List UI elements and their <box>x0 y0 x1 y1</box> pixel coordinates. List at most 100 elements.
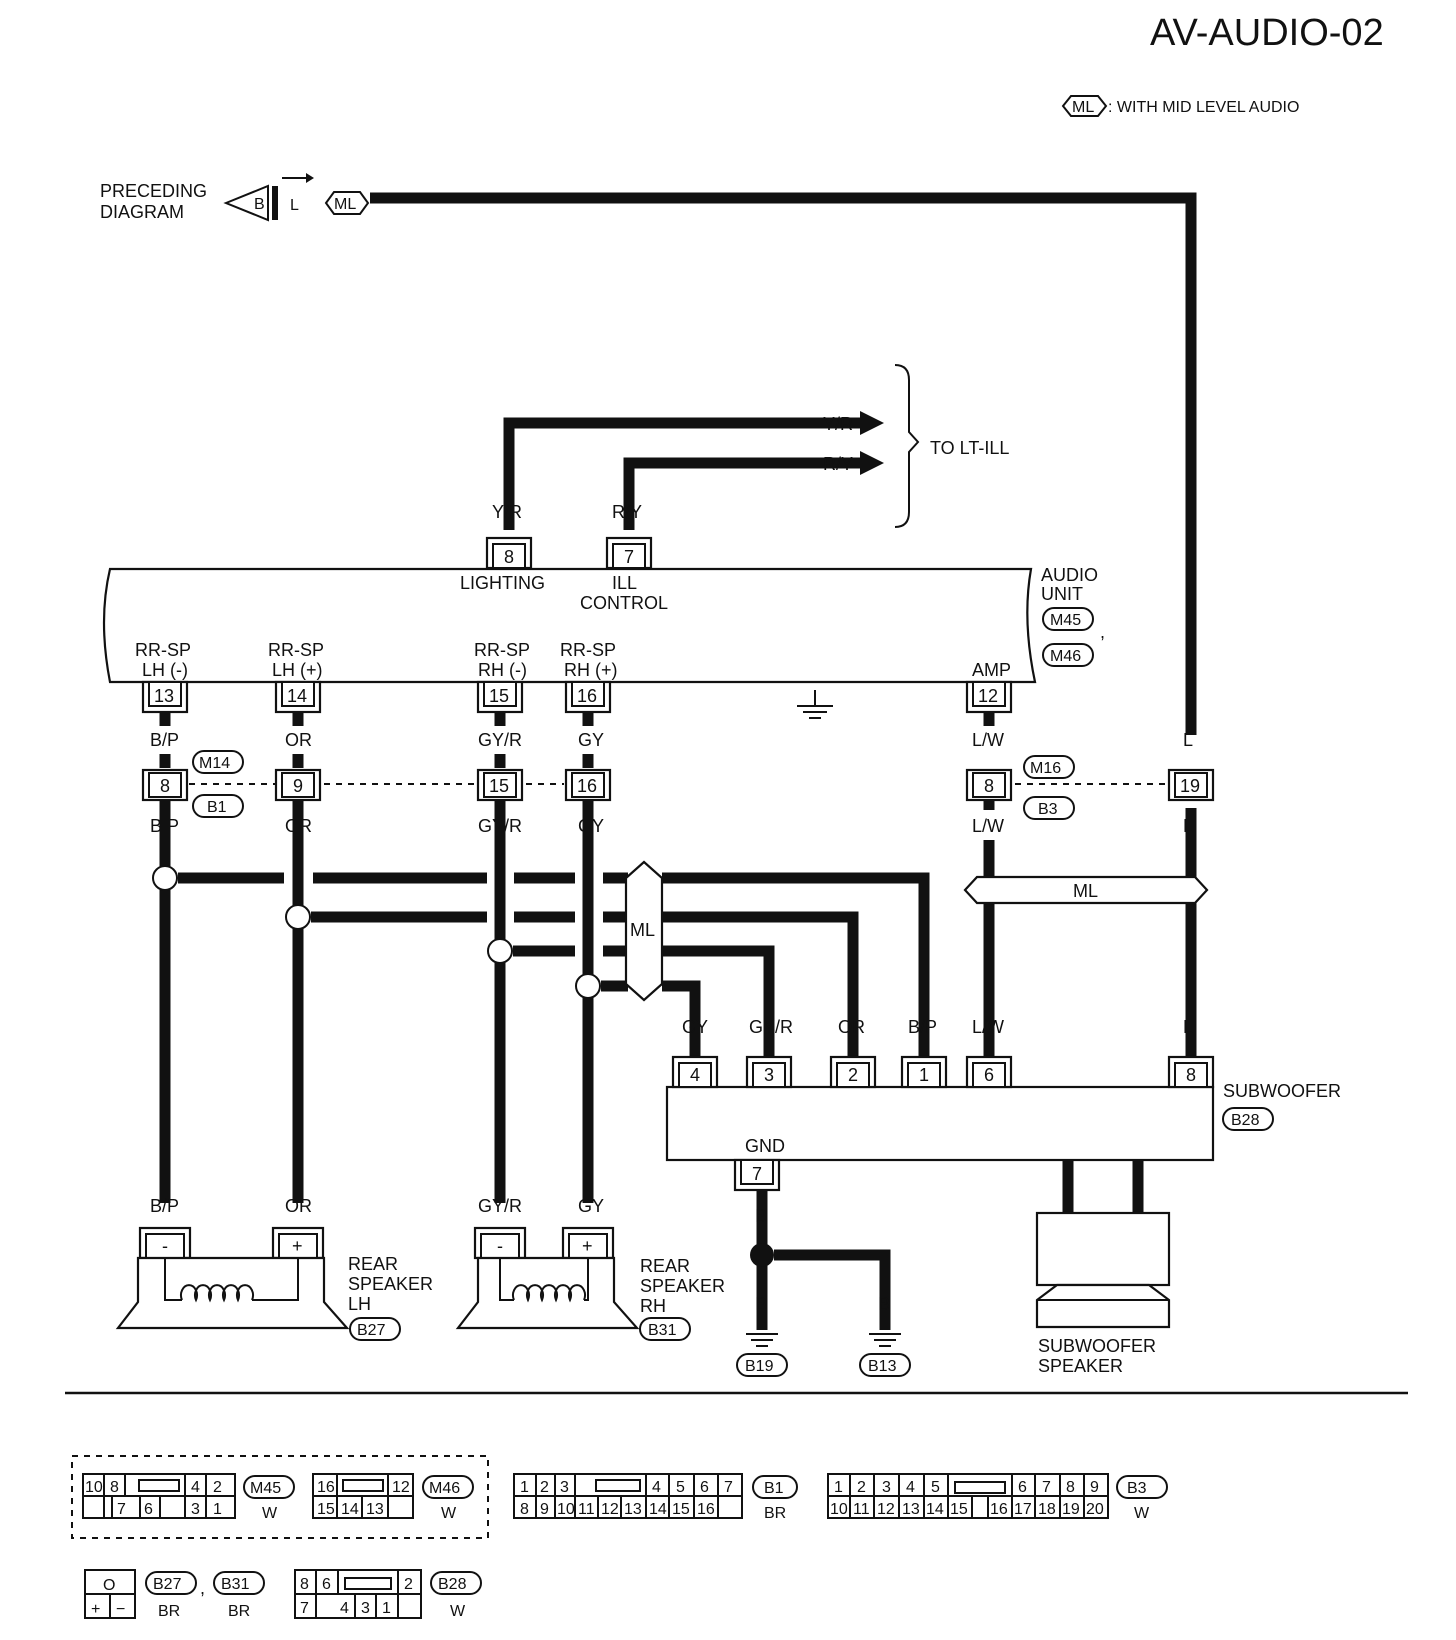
svg-text:15: 15 <box>317 1501 335 1518</box>
svg-text:B27: B27 <box>153 1576 182 1593</box>
svg-text:+: + <box>91 1601 100 1618</box>
svg-text:13: 13 <box>624 1501 642 1518</box>
preceding-diagram-ref: PRECEDING DIAGRAM B L ML <box>100 173 370 222</box>
pin-audio-8: 8 <box>485 536 533 570</box>
svg-text:M45: M45 <box>250 1480 281 1497</box>
svg-text:OR: OR <box>838 1017 865 1037</box>
svg-text:5: 5 <box>676 1479 685 1496</box>
svg-text:15: 15 <box>672 1501 690 1518</box>
svg-text:4: 4 <box>906 1479 915 1496</box>
svg-text:6: 6 <box>322 1576 331 1593</box>
svg-text:B/P: B/P <box>150 1196 179 1216</box>
svg-text:4: 4 <box>191 1479 200 1496</box>
svg-text:7: 7 <box>300 1600 309 1617</box>
svg-text:Y/R: Y/R <box>823 414 853 434</box>
connector-b1: 1 2 3 4 5 6 7 8 9 10 11 12 13 14 15 16 B… <box>513 1473 798 1522</box>
svg-text:10: 10 <box>557 1501 575 1518</box>
svg-text:ML: ML <box>334 196 356 213</box>
svg-text:AUDIO: AUDIO <box>1041 565 1098 585</box>
svg-text:REAR: REAR <box>640 1256 690 1276</box>
svg-text:14: 14 <box>649 1501 667 1518</box>
svg-text:14: 14 <box>287 686 307 706</box>
svg-text:7: 7 <box>1042 1479 1051 1496</box>
svg-text:L: L <box>1183 816 1193 836</box>
svg-text:12: 12 <box>601 1501 619 1518</box>
svg-text:ILL: ILL <box>612 573 637 593</box>
svg-text:GY/R: GY/R <box>478 1196 522 1216</box>
svg-text:GY: GY <box>578 1196 604 1216</box>
svg-text:16: 16 <box>577 776 597 796</box>
pin-audio-16: 16 <box>564 680 612 714</box>
svg-text:5: 5 <box>931 1479 940 1496</box>
svg-text:8: 8 <box>110 1479 119 1496</box>
svg-text:B13: B13 <box>868 1358 897 1375</box>
svg-text:11: 11 <box>853 1501 870 1518</box>
svg-text:-: - <box>497 1236 503 1256</box>
svg-text:8: 8 <box>1186 1065 1196 1085</box>
svg-text:B/P: B/P <box>908 1017 937 1037</box>
svg-text:GND: GND <box>745 1136 785 1156</box>
wire-yr <box>503 417 860 530</box>
svg-text:7: 7 <box>724 1479 733 1496</box>
svg-text:3: 3 <box>764 1065 774 1085</box>
svg-text:L/W: L/W <box>972 816 1004 836</box>
svg-text:W: W <box>1134 1505 1150 1522</box>
svg-text:1: 1 <box>213 1501 222 1518</box>
svg-text:GY: GY <box>578 730 604 750</box>
svg-text:R/Y: R/Y <box>823 454 853 474</box>
connector-b28: 8 6 2 7 4 3 1 B28 W <box>294 1569 482 1620</box>
svg-text:20: 20 <box>1086 1501 1104 1518</box>
svg-text:SPEAKER: SPEAKER <box>1038 1356 1123 1376</box>
svg-text:4: 4 <box>690 1065 700 1085</box>
svg-text:OR: OR <box>285 730 312 750</box>
svg-text:ML: ML <box>630 920 655 940</box>
svg-text:6: 6 <box>1018 1479 1027 1496</box>
svg-text:RH (+): RH (+) <box>564 660 618 680</box>
svg-text:+: + <box>292 1236 303 1256</box>
connector-b3: 1 2 3 4 5 6 7 8 9 10 11 12 13 14 15 16 1… <box>827 1473 1168 1522</box>
svg-text:B28: B28 <box>1231 1112 1260 1129</box>
svg-text:18: 18 <box>1038 1501 1056 1518</box>
rear-speaker-lh: - + REAR SPEAKER LH B27 <box>115 1226 433 1341</box>
svg-text:12: 12 <box>392 1479 410 1496</box>
svg-text:B1: B1 <box>764 1480 784 1497</box>
svg-text:6: 6 <box>700 1479 709 1496</box>
svg-text:8: 8 <box>520 1501 529 1518</box>
legend-text: : WITH MID LEVEL AUDIO <box>1108 99 1299 116</box>
svg-text:B: B <box>755 1206 767 1226</box>
svg-text:B: B <box>254 196 265 213</box>
svg-text:DIAGRAM: DIAGRAM <box>100 202 184 222</box>
svg-text:M45: M45 <box>1050 612 1081 629</box>
svg-text:RR-SP: RR-SP <box>474 640 530 660</box>
svg-text:SPEAKER: SPEAKER <box>348 1274 433 1294</box>
rear-speaker-rh: - + REAR SPEAKER RH B31 <box>455 1226 725 1341</box>
svg-text:8: 8 <box>160 776 170 796</box>
svg-text:LH: LH <box>348 1294 371 1314</box>
svg-text:8: 8 <box>300 1576 309 1593</box>
svg-text:+: + <box>582 1236 593 1256</box>
mid-level-audio-group <box>71 1455 489 1539</box>
svg-text:2: 2 <box>540 1479 549 1496</box>
svg-text:3: 3 <box>191 1501 200 1518</box>
svg-text:3: 3 <box>560 1479 569 1496</box>
svg-text:L/W: L/W <box>972 730 1004 750</box>
svg-text:10: 10 <box>830 1501 848 1518</box>
junction-m16-b3: 8 19 M16 B3 <box>965 755 1215 820</box>
svg-text:9: 9 <box>1090 1479 1099 1496</box>
legend: ML : WITH MID LEVEL AUDIO <box>1061 95 1299 117</box>
pin-audio-12: 12 <box>965 680 1013 714</box>
svg-text:SUBWOOFER: SUBWOOFER <box>1223 1081 1341 1101</box>
svg-text:12: 12 <box>978 686 998 706</box>
svg-text:1: 1 <box>382 1600 391 1617</box>
svg-text:M46: M46 <box>1050 648 1081 665</box>
svg-text:6: 6 <box>984 1065 994 1085</box>
svg-text:W: W <box>441 1505 457 1522</box>
svg-text:B: B <box>878 1294 890 1314</box>
svg-text:B31: B31 <box>648 1322 677 1339</box>
ground-b19: B19 <box>736 1333 788 1377</box>
svg-text:L: L <box>1183 730 1193 750</box>
legend-code: ML <box>1072 99 1094 116</box>
svg-text:16: 16 <box>697 1501 715 1518</box>
ml-bus-right <box>963 875 1209 905</box>
svg-text:,: , <box>200 1578 205 1598</box>
